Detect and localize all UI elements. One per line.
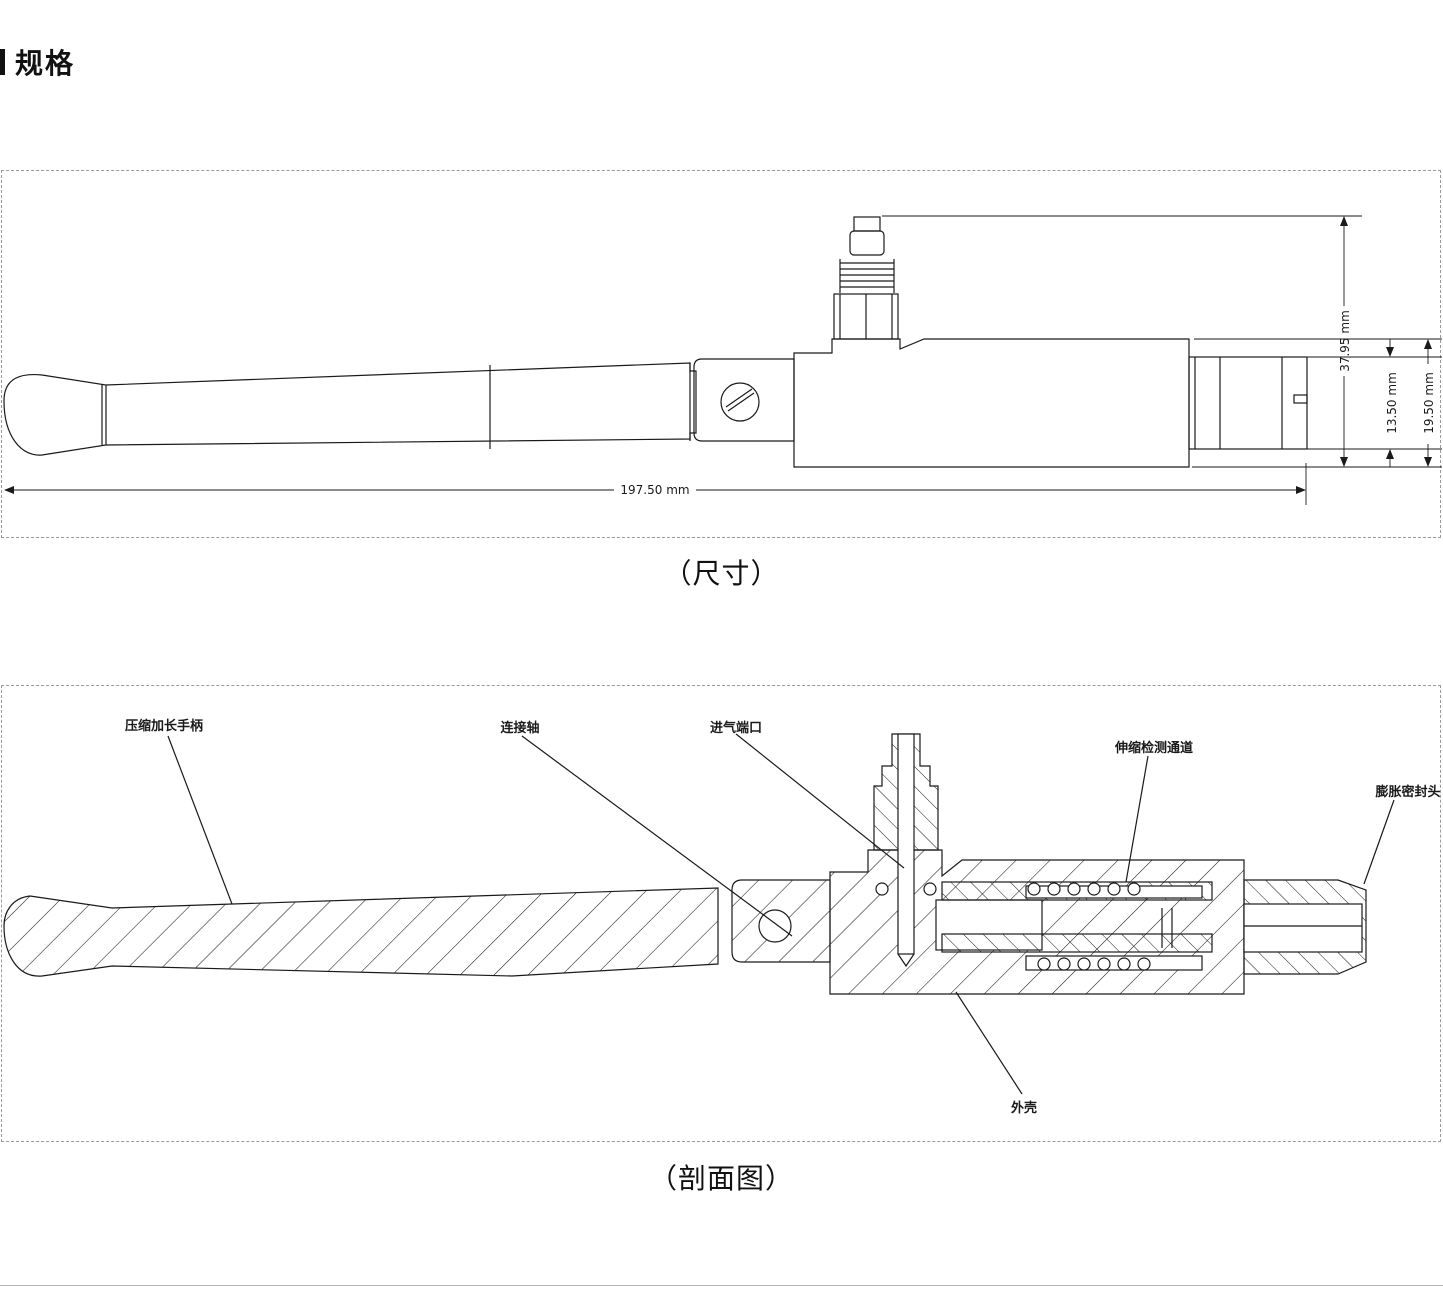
- screw-head: [720, 382, 760, 422]
- shell-body: [793, 338, 1190, 468]
- dim-seal-head-diameter: 13.50 mm: [1385, 372, 1399, 434]
- inlet-nozzle: [849, 230, 885, 256]
- connecting-lug: [693, 358, 795, 442]
- dim-overall-length: 197.50 mm: [620, 483, 689, 497]
- section-drawing-panel: 压缩加长手柄 连接轴 进气端口 伸缩检测通道 膨胀密封头 外壳: [1, 685, 1441, 1142]
- inlet-threads: [839, 259, 895, 293]
- label-channel: 伸缩检测通道: [1114, 740, 1193, 756]
- footer-divider: [0, 1285, 1443, 1286]
- header-accent-bar: [0, 49, 5, 75]
- label-handle: 压缩加长手柄: [125, 718, 203, 734]
- dimension-drawing-panel: 197.50 mm 37.95 mm 13.50 mm 19.50 mm: [1, 170, 1442, 538]
- section-drawing: 压缩加长手柄 连接轴 进气端口 伸缩检测通道 膨胀密封头 外壳: [3, 718, 1441, 1116]
- page-title: 规格: [15, 47, 76, 80]
- dimension-caption: （尺寸）: [663, 557, 780, 590]
- spring-coils: [875, 882, 1151, 971]
- handle-knob: [3, 373, 107, 456]
- dim-total-height: 37.95 mm: [1338, 310, 1352, 372]
- label-shaft: 连接轴: [500, 720, 539, 736]
- label-seal-head: 膨胀密封头: [1374, 784, 1440, 800]
- dim-body-diameter: 19.50 mm: [1422, 372, 1436, 434]
- label-inlet: 进气端口: [710, 720, 762, 736]
- handle-section: [3, 887, 719, 977]
- dimension-drawing: 197.50 mm 37.95 mm 13.50 mm 19.50 mm: [3, 215, 1442, 505]
- section-caption: （剖面图）: [648, 1162, 794, 1195]
- section-header: 规格: [0, 42, 75, 82]
- handle-body: [105, 362, 691, 446]
- label-shell: 外壳: [1010, 1100, 1037, 1116]
- seal-head: [1188, 356, 1308, 450]
